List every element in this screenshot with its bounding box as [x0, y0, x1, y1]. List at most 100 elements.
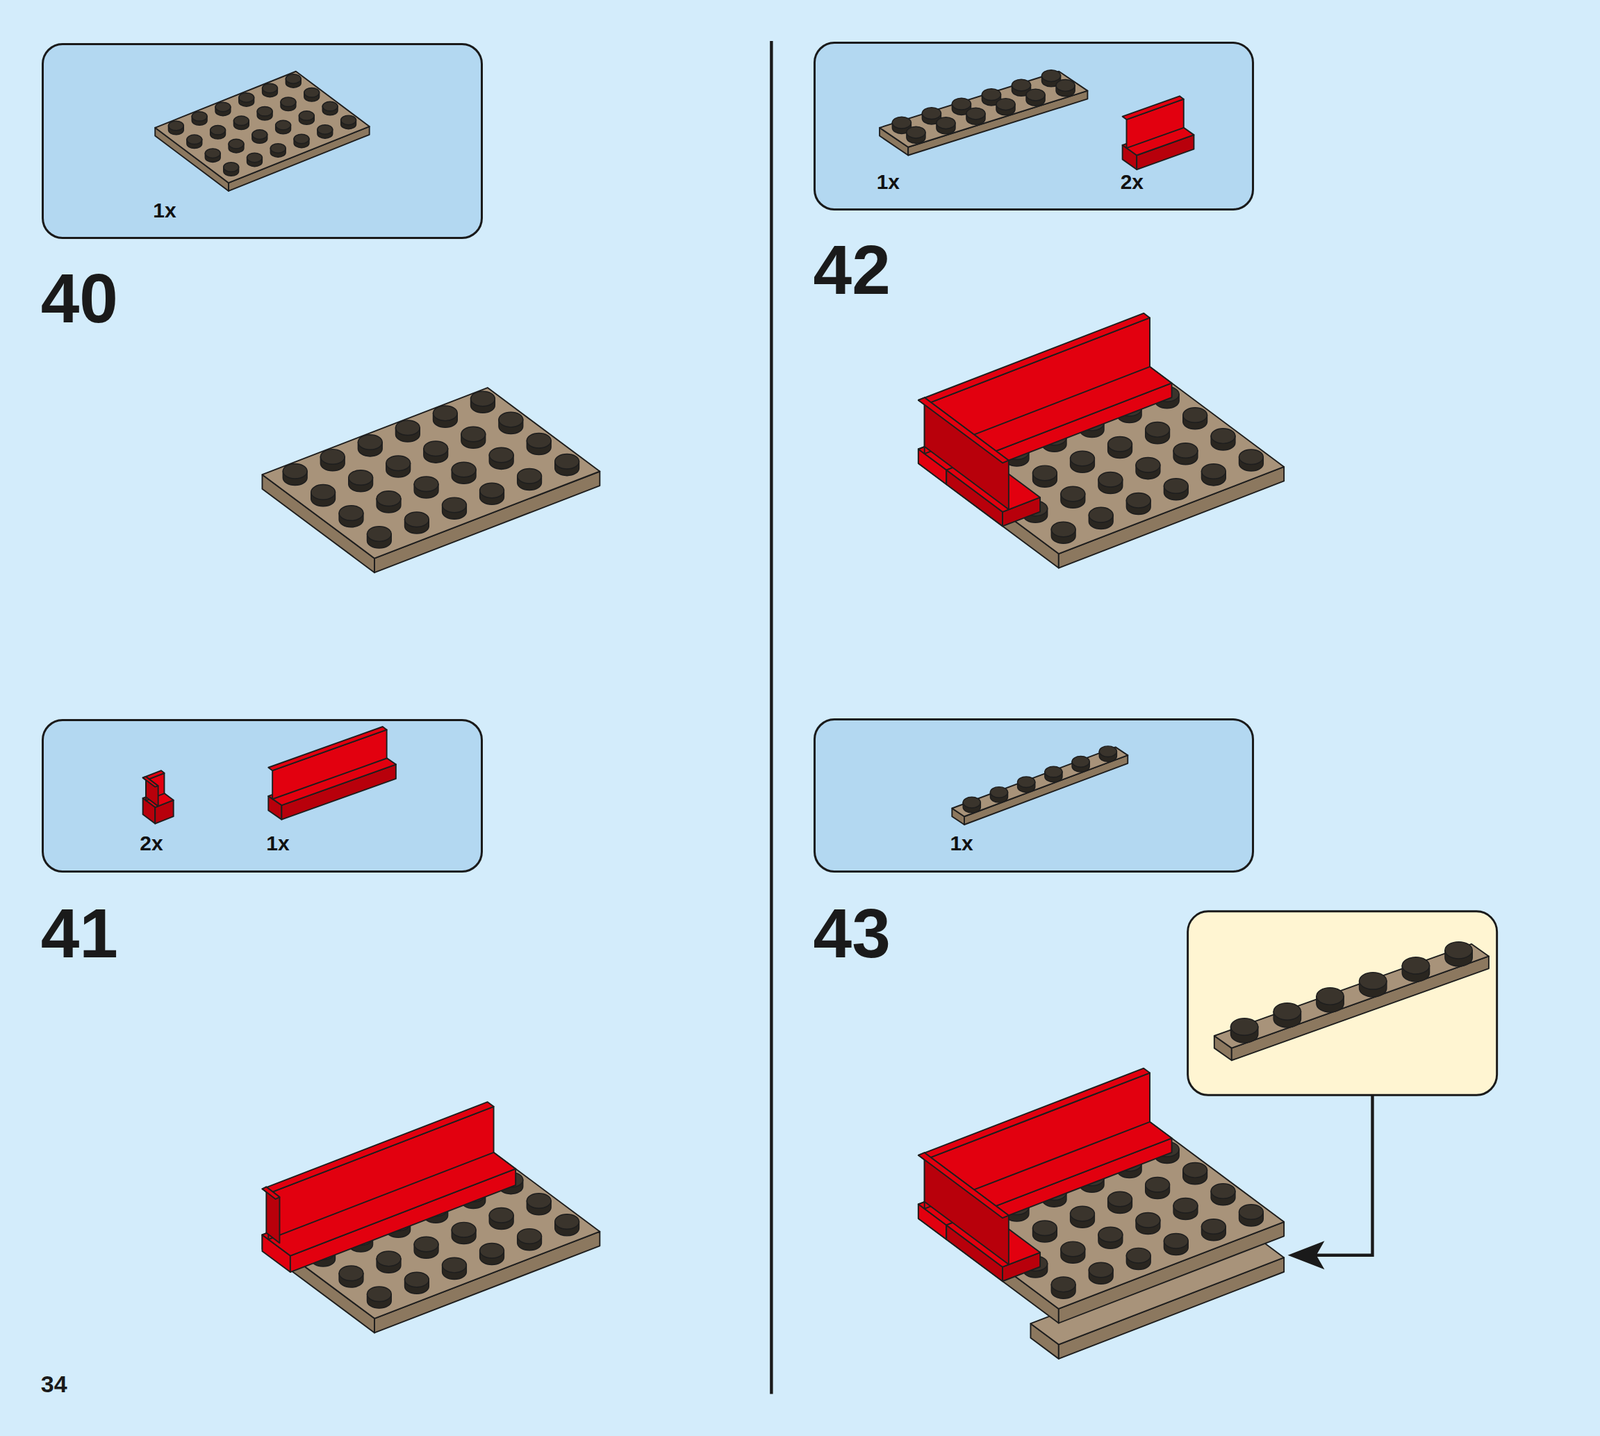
- stud-top: [1135, 1212, 1161, 1228]
- plate-side: [154, 127, 229, 192]
- stud-top: [1183, 1163, 1208, 1179]
- stud-top: [215, 102, 231, 112]
- stud-top: [285, 74, 301, 85]
- parts-box: 2x1x: [41, 719, 483, 872]
- panel-top: [1122, 95, 1184, 120]
- stud-top: [270, 143, 286, 154]
- stud-top: [1098, 471, 1123, 488]
- stud-top: [1060, 486, 1086, 502]
- stud-top: [1316, 987, 1344, 1005]
- plate-top: [1214, 944, 1489, 1049]
- stud-top: [1108, 436, 1133, 452]
- step-number: 42: [813, 234, 891, 305]
- stud-top: [320, 449, 345, 465]
- stud-top: [517, 1229, 542, 1245]
- plate-top: [951, 746, 1128, 817]
- panel-top: [918, 1068, 1150, 1161]
- stud-top: [951, 97, 971, 110]
- stud-top: [1070, 450, 1095, 467]
- stud-top: [1145, 1176, 1170, 1193]
- stud-top: [1042, 70, 1061, 82]
- stud-top: [1163, 478, 1189, 494]
- stud-top: [168, 120, 184, 131]
- stud-top: [1163, 1233, 1189, 1250]
- stud-top: [257, 106, 273, 117]
- panel-top: [918, 1152, 1009, 1218]
- stud-top: [405, 1272, 430, 1288]
- stud-top: [322, 101, 338, 112]
- stud-top: [1056, 79, 1075, 92]
- part-count: 1x: [266, 833, 290, 854]
- stud-top: [1239, 449, 1264, 465]
- stud-top: [1098, 1226, 1123, 1243]
- stud-top: [461, 426, 486, 442]
- detail-callout: [1188, 911, 1498, 1095]
- stud-top: [921, 107, 941, 120]
- plate-top: [261, 387, 600, 559]
- stud-top: [252, 129, 268, 140]
- stud-top: [1126, 1247, 1151, 1264]
- stud-top: [471, 391, 496, 407]
- panel-top: [268, 726, 387, 771]
- stud-top: [442, 1257, 467, 1273]
- panel-top: [143, 776, 159, 788]
- stud-top: [238, 93, 255, 103]
- plate-side: [964, 755, 1128, 825]
- stud-top: [395, 420, 420, 436]
- parts-box-fill: [813, 718, 1255, 873]
- stud-top: [366, 526, 392, 542]
- stud-top: [555, 454, 580, 470]
- stud-top: [414, 476, 439, 492]
- stud-top: [304, 87, 320, 98]
- parts-box-fill: [41, 719, 483, 873]
- stud-top: [1201, 464, 1226, 480]
- stud-top: [348, 470, 374, 486]
- stud-top: [480, 1242, 505, 1259]
- stud-top: [275, 120, 292, 130]
- stud-top: [223, 162, 239, 173]
- stud-top: [1135, 457, 1161, 474]
- stud-top: [1071, 756, 1090, 768]
- stud-top: [262, 83, 278, 94]
- stud-top: [892, 116, 911, 129]
- panel-top: [261, 1186, 280, 1200]
- stud-top: [1210, 428, 1236, 444]
- part-count: 1x: [152, 200, 176, 221]
- stud-top: [1183, 407, 1208, 424]
- stud-top: [526, 1193, 551, 1209]
- stud-top: [936, 117, 956, 130]
- stud-top: [1173, 443, 1198, 459]
- stud-top: [376, 1251, 401, 1267]
- panel-top: [261, 1101, 494, 1194]
- stud-top: [433, 405, 458, 422]
- step-number: 40: [40, 263, 119, 333]
- stud-top: [280, 97, 296, 107]
- part-count: 1x: [876, 171, 900, 193]
- stud-top: [1017, 776, 1036, 788]
- page-divider: [769, 40, 773, 1395]
- stud-top: [386, 455, 411, 472]
- page-number: 34: [40, 1372, 68, 1396]
- stud-top: [1051, 521, 1076, 538]
- callout-arrow: [1310, 1094, 1373, 1256]
- stud-top: [423, 441, 449, 457]
- stud-top: [1044, 766, 1063, 778]
- stud-top: [555, 1214, 580, 1230]
- stud-top: [414, 1236, 439, 1252]
- stud-top: [1033, 465, 1058, 481]
- stud-top: [339, 505, 364, 522]
- stud-top: [498, 411, 524, 428]
- stud-top: [366, 1286, 392, 1302]
- plate-side: [908, 91, 1088, 156]
- plate-side: [261, 474, 375, 573]
- stud-top: [1210, 1183, 1236, 1200]
- stud-top: [1108, 1191, 1133, 1207]
- stud-top: [966, 107, 986, 120]
- panel-top: [918, 397, 1009, 463]
- stud-top: [489, 1208, 514, 1224]
- stud-top: [451, 462, 476, 478]
- stud-top: [1088, 1262, 1113, 1278]
- stud-top: [293, 134, 310, 144]
- stud-top: [341, 115, 357, 126]
